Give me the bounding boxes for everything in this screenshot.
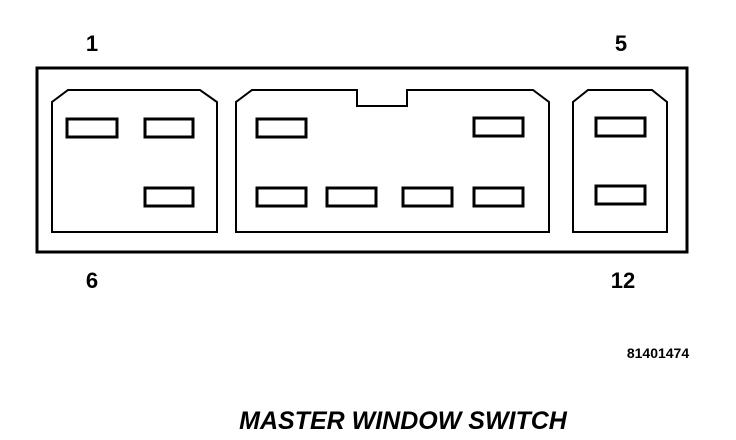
diagram-caption: MASTER WINDOW SWITCH [239,407,568,435]
terminal-slot [65,117,119,139]
connector-cavity-left [51,89,218,233]
terminal-slot [594,184,647,206]
connector-cavity-right [572,89,668,233]
terminal-slot [594,116,647,138]
connector-cavity-middle [235,89,550,233]
pin-label-6: 6 [86,268,98,293]
pin-label-12: 12 [611,268,635,293]
terminal-slot [255,117,308,139]
pin-label-5: 5 [615,31,627,56]
terminal-slot [472,116,525,138]
pin-label-1: 1 [86,31,98,56]
terminal-slot [143,117,195,139]
terminal-slot [325,186,378,208]
terminal-slot [401,186,454,208]
terminal-slot [143,186,195,208]
reference-code: 81401474 [627,345,690,361]
terminal-slot [255,186,308,208]
connector-housing [35,66,689,254]
terminal-slot [472,186,525,208]
